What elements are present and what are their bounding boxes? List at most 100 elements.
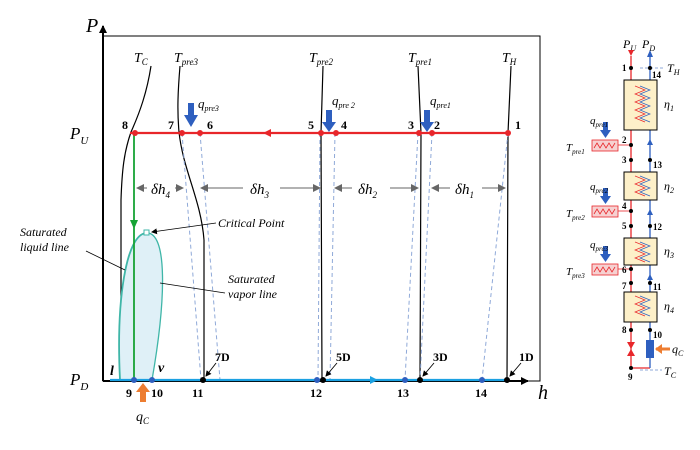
heat-arrow-qpre2 (322, 110, 336, 132)
bottom-point-labels: 9 10 11 12 13 14 (126, 386, 487, 400)
isotherm-tpre1 (417, 65, 422, 382)
schematic-tpre3-label: Tpre3 (566, 266, 585, 280)
schematic-node-12: 12 (653, 222, 663, 232)
delta-h-labels: δh4 δh3 δh2 δh1 (151, 182, 474, 200)
pre-heater-1 (591, 122, 631, 152)
top-point-labels: 8 7 6 5 4 3 2 1 (122, 118, 521, 132)
discharge-leaders (205, 362, 522, 377)
schematic-node-10: 10 (653, 330, 663, 340)
eta-3-label: η3 (664, 244, 674, 260)
schematic-node-6: 6 (622, 265, 627, 275)
schematic-node-5: 5 (622, 221, 627, 231)
point-label-6: 6 (207, 118, 213, 132)
point-label-11: 11 (192, 386, 203, 400)
qc-label: qC (136, 410, 150, 426)
qc-heat-arrow (136, 383, 150, 402)
tpre3-label: Tpre3 (174, 51, 198, 67)
point-label-1d: 1D (519, 350, 534, 364)
schematic-tc-label: TC (664, 364, 677, 380)
schematic-node-2: 2 (622, 135, 627, 145)
schematic-node-4: 4 (622, 201, 627, 211)
point-label-2: 2 (434, 118, 440, 132)
critical-point-marker (143, 229, 150, 236)
dashed-process-lines (181, 132, 509, 381)
saturation-dome (119, 232, 163, 380)
point-label-3: 3 (408, 118, 414, 132)
hx-box-4 (623, 291, 658, 323)
schematic-node-1: 1 (622, 63, 627, 73)
hx-box-3 (623, 237, 658, 266)
heat-arrow-qpre3 (184, 103, 198, 127)
schematic-tpre1-label: Tpre1 (566, 142, 585, 156)
dh3-label: δh3 (250, 182, 269, 200)
vapor-v-label: v (158, 361, 165, 376)
pu-label: PU (69, 124, 89, 147)
discharge-labels: 7D 5D 3D 1D (215, 350, 534, 364)
point-label-7d: 7D (215, 350, 230, 364)
top-state-points (132, 130, 511, 136)
schematic-node-8: 8 (622, 325, 627, 335)
pre-heater-2 (591, 188, 631, 218)
bottom-state-points (131, 377, 510, 383)
saturated-vapor-line (145, 232, 164, 381)
isotherm-lines (120, 65, 512, 382)
point-label-9: 9 (126, 386, 132, 400)
schematic-pu-label: PU (622, 37, 637, 53)
schematic-qpre3-label: qpre3 (590, 239, 609, 253)
schematic-node-3: 3 (622, 155, 627, 165)
point-label-5d: 5D (336, 350, 351, 364)
schematic-qpre2-label: qpre2 (590, 181, 609, 195)
tpre2-label: Tpre2 (309, 51, 333, 67)
point-label-3d: 3D (433, 350, 448, 364)
pre-heater-3 (591, 246, 631, 276)
dh1-label: δh1 (455, 182, 474, 200)
hx-box-1 (623, 79, 658, 131)
qpre2-label: qpre 2 (332, 93, 355, 110)
schematic-node-7: 7 (622, 281, 627, 291)
point-label-10: 10 (151, 386, 163, 400)
pd-label: PD (69, 370, 88, 393)
liquid-l-label: l (110, 364, 114, 379)
isotherm-tpre2 (320, 65, 324, 382)
schematic-node-13: 13 (653, 160, 663, 170)
saturated-vapor-leader (159, 282, 226, 294)
eta-2-label: η2 (664, 179, 674, 195)
critical-point-text: Critical Point (218, 216, 285, 230)
isotherm-th (506, 65, 512, 382)
hx-box-2 (623, 171, 658, 201)
heat-arrow-qpre1 (420, 110, 434, 132)
p-axis-label: P (85, 15, 98, 37)
point-label-12: 12 (310, 386, 322, 400)
schematic-node-14: 14 (652, 70, 662, 80)
point-label-1: 1 (515, 118, 521, 132)
dh4-label: δh4 (151, 182, 170, 200)
tc-label: TC (134, 51, 149, 67)
dh2-label: δh2 (358, 182, 377, 200)
tpre1-label: Tpre1 (408, 51, 432, 67)
eta-4-label: η4 (664, 299, 674, 315)
qpre1-label: qpre1 (430, 93, 451, 110)
schematic-th-label: TH (667, 61, 681, 77)
schematic-pd-label: PD (641, 37, 655, 53)
point-label-14: 14 (475, 386, 487, 400)
schematic-node-9: 9 (628, 372, 633, 382)
point-label-5: 5 (308, 118, 314, 132)
th-label: TH (502, 51, 517, 67)
saturated-liquid-leader (85, 250, 126, 271)
point-label-8: 8 (122, 118, 128, 132)
eta-1-label: η1 (664, 97, 674, 113)
point-label-13: 13 (397, 386, 409, 400)
point-label-7: 7 (168, 118, 174, 132)
h-axis-label: h (538, 382, 548, 404)
point-label-4: 4 (341, 118, 347, 132)
schematic-qpre1-label: qpre1 (590, 115, 608, 129)
saturated-liquid-line (118, 232, 147, 381)
schematic-qc-label: qC (672, 342, 684, 358)
qpre3-label: qpre3 (198, 96, 219, 113)
schematic-tpre2-label: Tpre2 (566, 208, 585, 222)
schematic-node-11: 11 (653, 282, 662, 292)
isotherm-tpre3 (177, 65, 205, 381)
